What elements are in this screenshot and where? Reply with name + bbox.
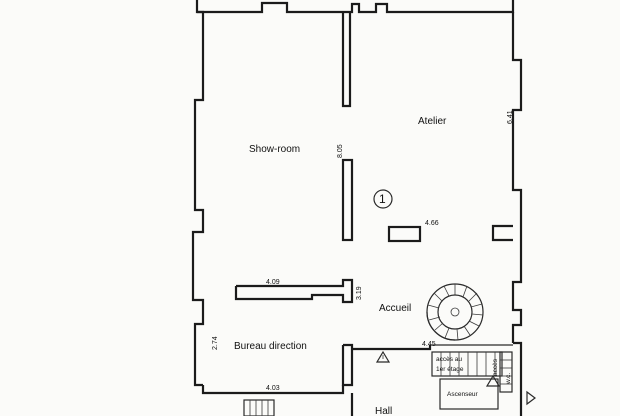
stair-flight-icon [431, 351, 503, 377]
arrow-right-icon [526, 390, 536, 406]
room-label-atelier: Atelier [418, 116, 447, 127]
accueil-wall [234, 278, 354, 304]
dim-landing: 4.45 [422, 341, 436, 348]
atelier-block [387, 225, 422, 243]
top-wall [197, 0, 515, 14]
left-wall [191, 0, 205, 387]
access-note-line2: 1er étage [436, 366, 464, 373]
dim-partition-height: 8.05 [337, 144, 344, 158]
room-label-hall: Hall [375, 406, 392, 416]
bureau-east-wall [341, 343, 354, 387]
access-note-vertical: accès [492, 358, 499, 376]
warning-triangle-icon [375, 350, 391, 363]
elevator-shaft [439, 378, 499, 410]
room-number: 1 [379, 192, 386, 206]
wc-stair-icon [499, 351, 513, 393]
bureau-south-wall [201, 385, 345, 395]
upper-partition [341, 12, 352, 108]
central-partition [341, 158, 354, 242]
wc-note: w.c. [505, 373, 512, 385]
dim-right-wall: 6.41 [507, 110, 514, 124]
room-number-circle [373, 189, 393, 209]
dim-accueil-wall: 4.09 [266, 279, 280, 286]
room-label-showroom: Show-room [249, 144, 300, 155]
spiral-staircase-icon [426, 283, 484, 341]
right-wall [511, 12, 523, 343]
hall-stair-icon [243, 399, 275, 416]
dim-bureau-height: 2.74 [212, 336, 219, 350]
room-label-ascenseur: Ascenseur [447, 391, 479, 398]
dim-accueil-height: 3.19 [356, 286, 363, 300]
right-lower-wall [513, 341, 523, 416]
hall-top [352, 345, 432, 351]
room-label-bureau: Bureau direction [234, 341, 307, 352]
dim-bureau-width: 4.03 [266, 385, 280, 392]
dim-atelier-block: 4.66 [425, 220, 439, 227]
room-label-accueil: Accueil [379, 303, 411, 314]
right-pier [491, 224, 513, 242]
access-note-line1: accès au [436, 356, 462, 363]
warning-triangle-icon-2 [485, 374, 501, 387]
